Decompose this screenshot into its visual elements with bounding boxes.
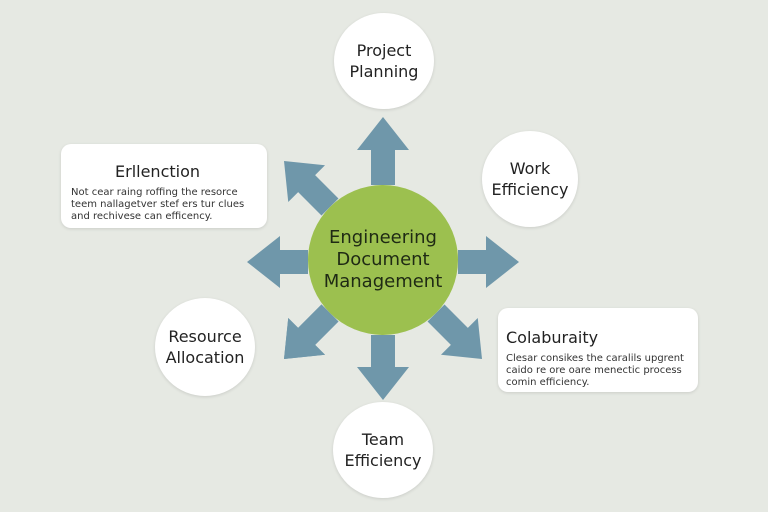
node-work-efficiency: Work Efficiency — [482, 131, 578, 227]
node-label: Resource Allocation — [165, 327, 245, 367]
card-erllenction: Erllenction Not cear raing roffing the r… — [61, 144, 267, 228]
center-node: Engineering Document Management — [308, 185, 458, 335]
card-title: Colaburaity — [506, 328, 599, 347]
node-project-planning: Project Planning — [334, 13, 434, 109]
arrow-left — [247, 236, 308, 288]
card-text: Not cear raing roffing the resorce teem … — [71, 187, 245, 222]
node-label: Team Efficiency — [344, 430, 422, 470]
node-team-efficiency: Team Efficiency — [333, 402, 433, 498]
center-label: Engineering Document Management — [323, 227, 443, 292]
arrow-down — [357, 335, 409, 400]
arrow-up-right — [284, 161, 339, 216]
node-label: Project Planning — [349, 41, 419, 81]
arrow-down-right — [427, 304, 482, 359]
node-label: Work Efficiency — [491, 159, 569, 199]
card-colaburaity: Colaburaity Clesar consikes the caralils… — [498, 308, 698, 392]
node-resource-allocation: Resource Allocation — [155, 298, 255, 396]
card-text: Clesar consikes the caralils upgrent cai… — [506, 353, 684, 388]
card-title: Erllenction — [115, 162, 201, 181]
arrow-up-left — [284, 304, 339, 359]
arrow-right — [458, 236, 519, 288]
arrow-up — [357, 117, 409, 185]
